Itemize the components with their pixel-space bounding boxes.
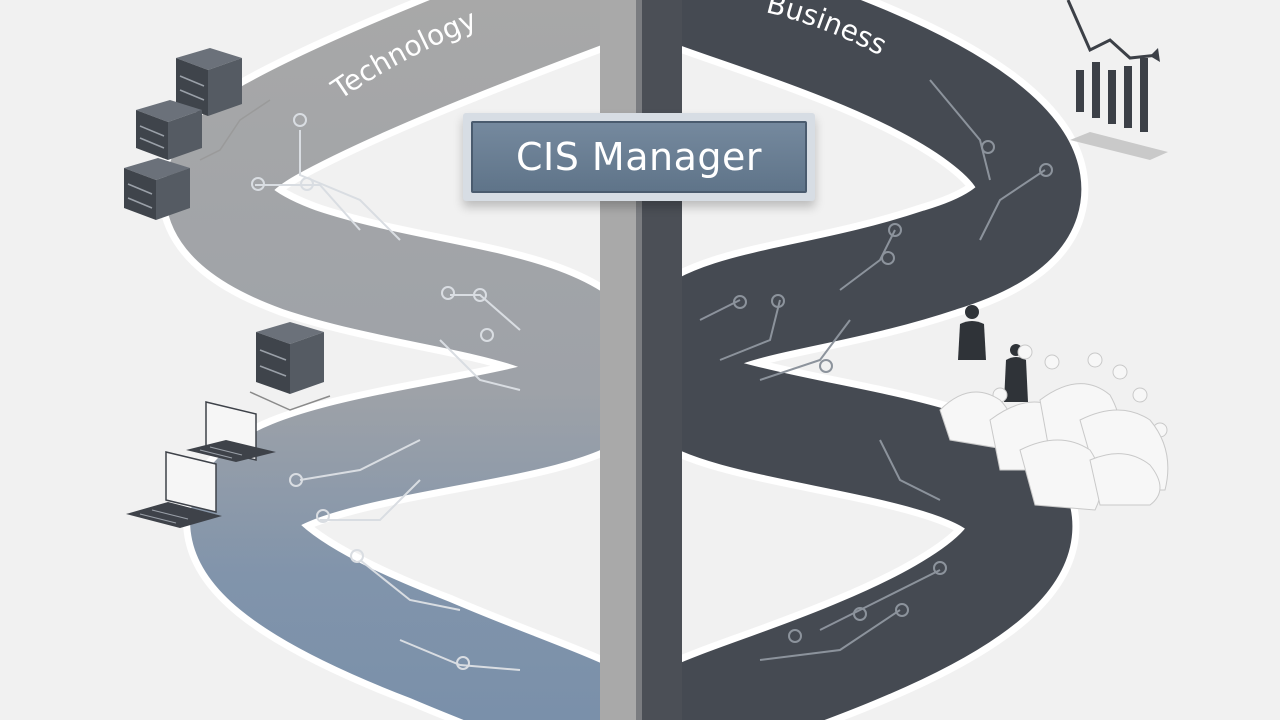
- server-unit-icon: [249, 322, 331, 411]
- center-divider: [600, 0, 682, 720]
- server-rack-icon: [124, 48, 271, 220]
- business-path: Business: [621, 0, 1089, 720]
- growth-chart-icon: [1066, 0, 1168, 160]
- sign-title: CIS Manager: [471, 121, 807, 193]
- cis-manager-sign: CIS Manager: [463, 113, 815, 201]
- laptop-icon: [126, 401, 276, 528]
- people-group-icon: [939, 305, 1169, 511]
